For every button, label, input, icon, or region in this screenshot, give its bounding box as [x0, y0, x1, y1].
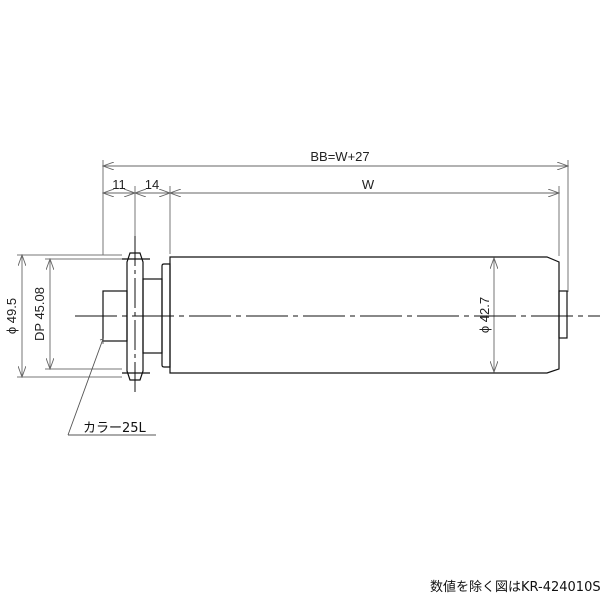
sprocket-width-label: 14 — [145, 177, 159, 192]
roller-body — [169, 256, 560, 374]
overall-length-label: BB=W+27 — [310, 149, 369, 164]
roller-assembly — [102, 252, 568, 381]
roller-diameter-label: ϕ 42.7 — [477, 297, 492, 333]
dimension-lines — [22, 166, 568, 377]
flange-ring — [161, 263, 171, 368]
collar-label: カラー25L — [83, 421, 146, 436]
collar-width-label: 11 — [112, 177, 126, 192]
sprocket-outer-diameter-label: ϕ 49.5 — [4, 298, 19, 334]
sprocket — [126, 252, 144, 381]
roller-width-label: W — [362, 177, 375, 192]
end-shaft — [558, 290, 568, 339]
collar-leader — [67, 338, 156, 436]
footnote: 数値を除く図はKR-424010S — [430, 580, 600, 595]
sprocket-pitch-diameter-label: DP 45.08 — [32, 287, 47, 341]
